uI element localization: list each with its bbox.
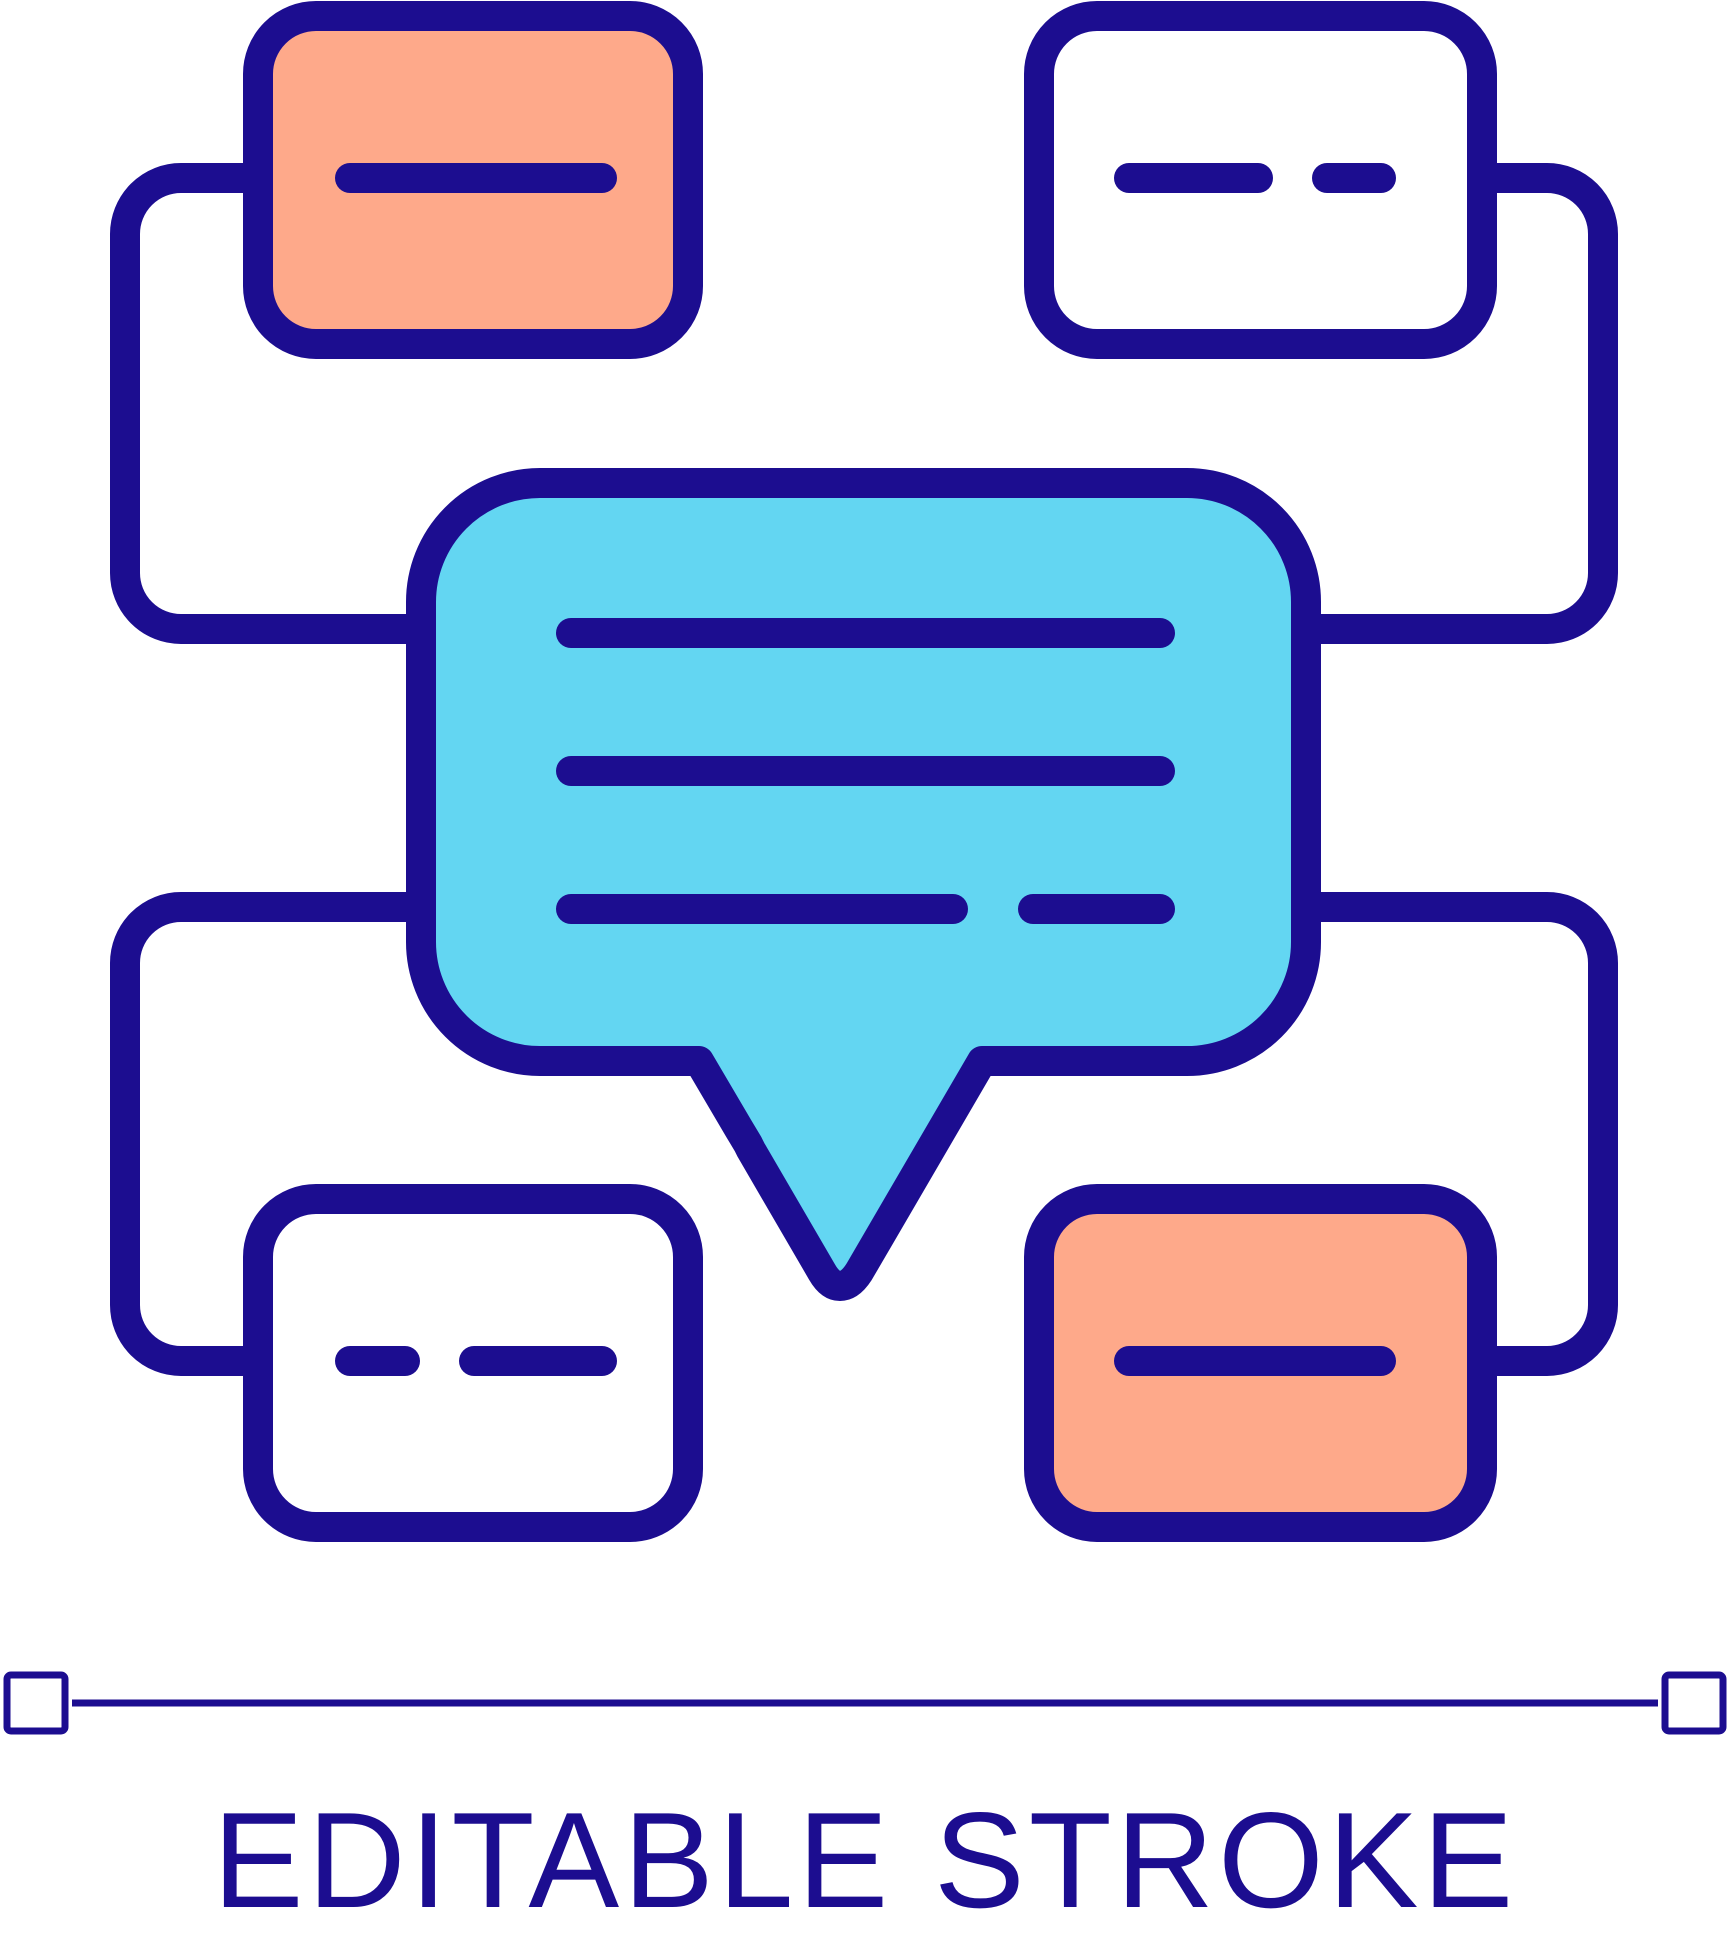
connector-top-left <box>110 163 439 644</box>
connector-top-right <box>1291 163 1618 644</box>
stroke-handle-right <box>1661 1671 1727 1735</box>
speech-bubble-icon <box>406 468 1321 1301</box>
card-bottom-left <box>243 1184 703 1542</box>
stroke-handle-left <box>3 1671 69 1735</box>
connector-bottom-left <box>110 892 439 1376</box>
card-top-right <box>1024 1 1497 359</box>
card-top-left <box>243 1 703 359</box>
card-bottom-right <box>1024 1184 1497 1542</box>
stroke-width-indicator-icon <box>3 1671 1727 1735</box>
editable-stroke-caption: EDITABLE STROKE <box>212 1784 1518 1936</box>
connector-bottom-right <box>1291 892 1618 1376</box>
